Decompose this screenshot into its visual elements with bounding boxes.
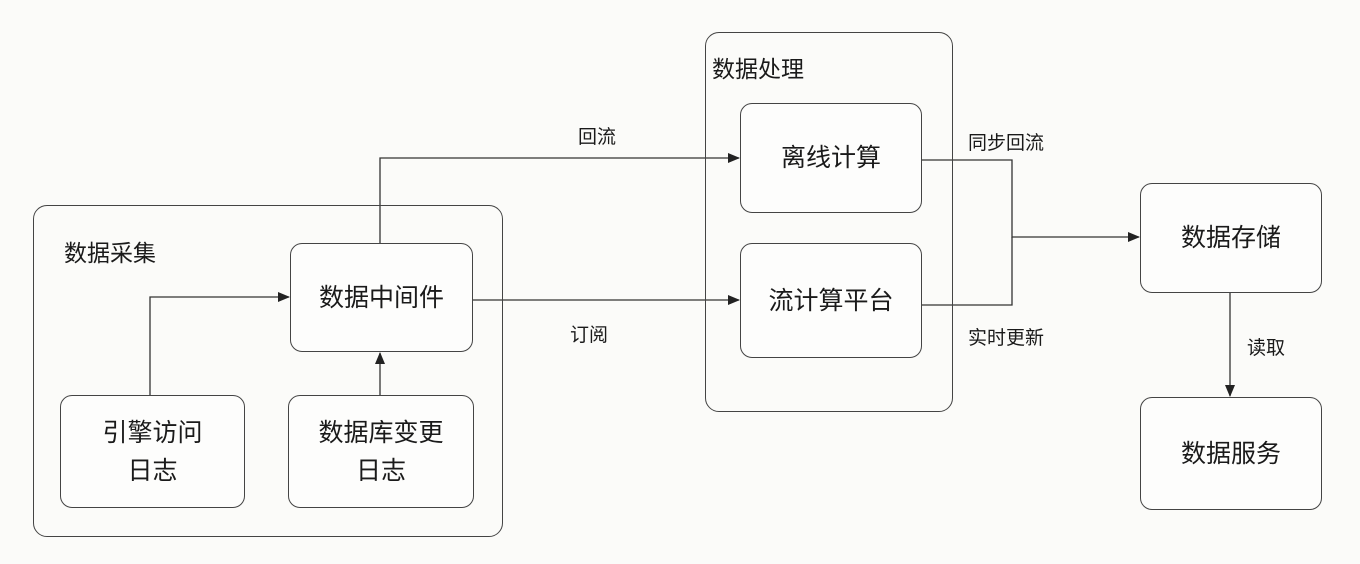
edge-label-realtime-update: 实时更新 — [968, 327, 1045, 349]
node-middleware: 数据中间件 — [290, 243, 473, 352]
group-data-processing — [705, 32, 953, 412]
arrow-engine-log-to-middleware — [149, 292, 290, 395]
arrow-offline-to-storage — [922, 159, 1140, 242]
group-label-processing: 数据处理 — [712, 57, 804, 83]
group-label-collection: 数据采集 — [64, 241, 156, 267]
arrow-middleware-to-offline — [379, 153, 740, 243]
edge-label-read: 读取 — [1247, 337, 1286, 359]
edge-label-subscribe: 订阅 — [570, 324, 609, 346]
node-stream-compute: 流计算平台 — [740, 243, 922, 358]
node-engine-log: 引擎访问 日志 — [60, 395, 245, 508]
node-db-change-log: 数据库变更 日志 — [288, 395, 474, 508]
edge-label-sync-backflow: 同步回流 — [968, 132, 1045, 154]
node-service: 数据服务 — [1140, 397, 1322, 510]
edge-label-backflow: 回流 — [578, 126, 617, 148]
group-data-collection — [33, 205, 503, 537]
node-storage: 数据存储 — [1140, 183, 1322, 293]
node-offline-compute: 离线计算 — [740, 103, 922, 213]
